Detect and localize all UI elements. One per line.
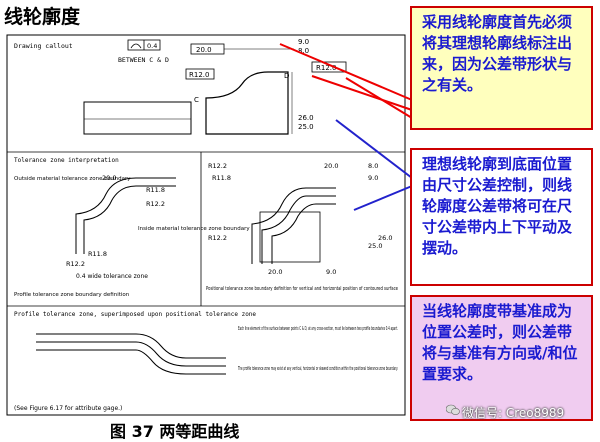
red-arrow-1 [279, 43, 413, 101]
engineering-drawing: Drawing callout 0.4 BETWEEN C & D 20.0 9… [6, 34, 406, 416]
positional-def: Positional tolerance zone boundary defin… [206, 286, 398, 292]
r118-a: R11.8 [146, 186, 165, 194]
r12-right: R12.0 [316, 64, 336, 72]
point-c: C [194, 96, 199, 104]
blue-arrow-2 [353, 185, 413, 211]
r118-b: R11.8 [88, 250, 107, 258]
r122-a: R12.2 [146, 200, 165, 208]
dim-20-d: 20.0 [268, 268, 282, 276]
dim-9-d: 9.0 [326, 268, 336, 276]
note1: Each line element of the surface between… [238, 326, 398, 332]
note-box-datum: 当线轮廓度带基准成为位置公差时，则公差带将与基准有方向或/和位置要求。 [410, 295, 593, 421]
r12-left: R12.0 [189, 71, 209, 79]
watermark: 微信号: Creo8989 [462, 406, 565, 420]
figure-ref: (See Figure 6.17 for attribute gage.) [14, 405, 122, 412]
wechat-icon [446, 404, 460, 416]
r118-c: R11.8 [212, 174, 231, 182]
dim-20: 20.0 [196, 46, 212, 54]
profile-def: Profile tolerance zone boundary definiti… [14, 292, 130, 298]
dim-8-c: 8.0 [368, 162, 378, 170]
dim-20-c: 20.0 [324, 162, 338, 170]
dim-25: 25.0 [298, 123, 314, 131]
dim-9: 9.0 [298, 38, 309, 46]
dim-25-c: 25.0 [368, 242, 382, 250]
dim-26-c: 26.0 [378, 234, 392, 242]
red-arrow-3 [345, 77, 413, 119]
dim-9-c: 9.0 [368, 174, 378, 182]
r122-d: R12.2 [208, 234, 227, 242]
profile-tolerance: 0.4 [147, 42, 157, 50]
red-arrow-2 [311, 75, 413, 111]
wide-label: 0.4 wide tolerance zone [76, 273, 148, 280]
outside-label: Outside material tolerance zone boundary [14, 176, 131, 182]
dim-8: 8.0 [298, 47, 309, 55]
between-label: BETWEEN C & D [118, 56, 169, 64]
figure-caption: 图 37 两等距曲线 [110, 422, 240, 441]
tz-interp: Tolerance zone interpretation [14, 157, 119, 164]
note-box-size-tolerance: 理想线轮廓到底面位置由尺寸公差控制，则线轮廓度公差带将可在尺寸公差带内上下平动及… [410, 148, 593, 286]
blue-arrow-1 [335, 119, 413, 179]
page-title: 线轮廓度 [4, 6, 81, 28]
r122-c: R12.2 [208, 162, 227, 170]
note-box-ideal-profile: 采用线轮廓度首先必须将其理想轮廓线标注出来，因为公差带形状与之有关。 [410, 6, 593, 130]
note2: The profile tolerance zone may exist at … [238, 366, 399, 372]
r122-b: R12.2 [66, 260, 85, 268]
dim-26: 26.0 [298, 114, 314, 122]
point-d: D [284, 72, 289, 80]
superimposed-label: Profile tolerance zone, superimposed upo… [14, 311, 256, 318]
inside-label: Inside material tolerance zone boundary [138, 226, 250, 232]
dim-20-b: 20.0 [102, 174, 116, 182]
callout-label: Drawing callout [14, 42, 73, 50]
